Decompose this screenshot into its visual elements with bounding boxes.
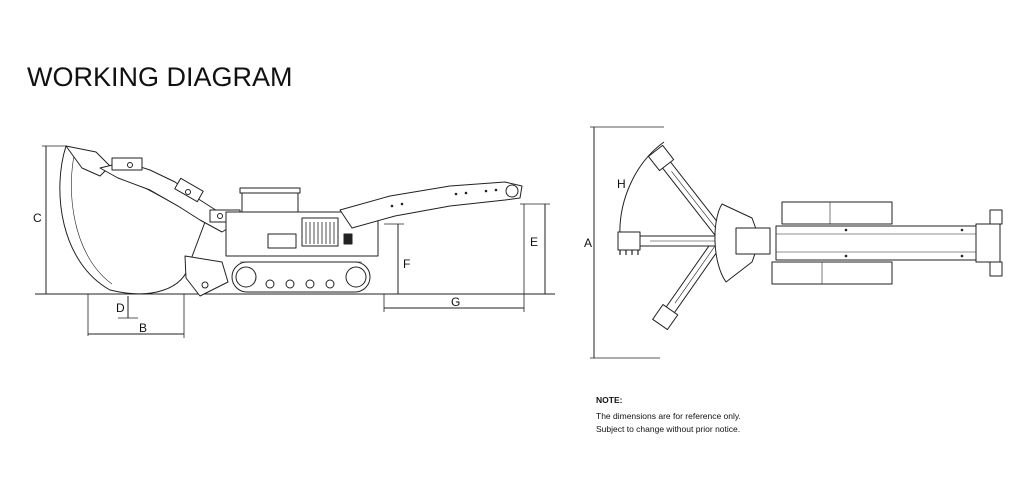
track-right	[771, 261, 893, 285]
note-line-1: The dimensions are for reference only.	[596, 411, 741, 421]
side-view: C D B F E G	[33, 145, 555, 338]
crawler-track	[231, 261, 371, 293]
top-view: A H	[584, 126, 1003, 359]
arm-lower-position	[647, 144, 727, 240]
dim-label-e: E	[530, 235, 538, 249]
dim-label-f: F	[403, 257, 410, 271]
diagram-title: WORKING DIAGRAM	[27, 62, 293, 92]
dim-label-g: G	[451, 295, 460, 309]
front-apron	[184, 255, 229, 297]
dim-label-d: D	[116, 301, 125, 315]
arm-center-position	[617, 231, 731, 255]
body-conveyor-top	[775, 225, 977, 261]
note-line-2: Subject to change without prior notice.	[596, 424, 741, 434]
dim-label-h: H	[617, 177, 626, 191]
bucket	[65, 145, 111, 177]
arm-upper-position	[652, 232, 727, 331]
note-block: NOTE: The dimensions are for reference o…	[596, 394, 741, 436]
track-left	[781, 201, 893, 225]
engine-grille	[301, 217, 339, 247]
note-heading: NOTE:	[596, 395, 623, 405]
dimension-h-arc	[619, 141, 665, 239]
conveyor-arm	[339, 181, 523, 229]
dim-label-a: A	[584, 236, 592, 250]
dim-label-c: C	[33, 211, 42, 225]
dim-label-b: B	[139, 321, 147, 335]
cylinder-1	[111, 157, 143, 171]
